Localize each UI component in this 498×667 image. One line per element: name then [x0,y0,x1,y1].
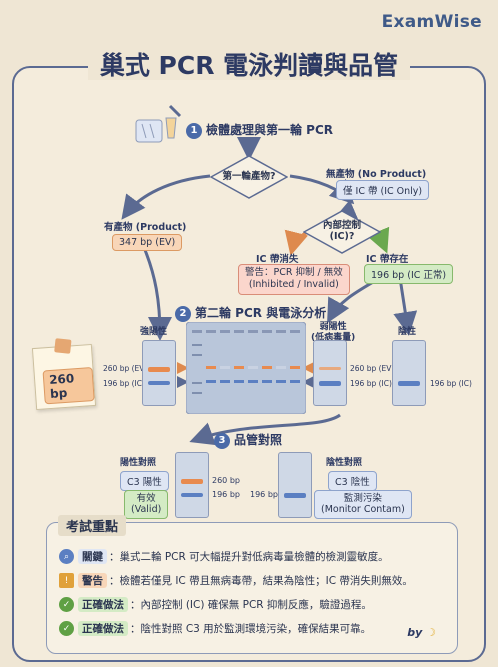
gel-image [186,322,306,414]
check-icon: ✓ [59,621,74,636]
key-row-2: ! 警告 ：檢體若僅見 IC 帶且無病毒帶，結果為陰性；IC 帶消失則無效。 [59,573,413,588]
byline: by ☽ [407,626,436,639]
weak-ev-band [319,367,341,370]
strong-ic-band [148,381,170,385]
sample-tubes-icon [135,104,182,143]
gel-ic-band [206,380,216,383]
ic-normal-badge: 196 bp (IC 正常) [364,264,454,284]
gel-ev-band [290,366,300,369]
gel-ev-band [206,366,216,369]
gel-ev-band [220,366,230,369]
negative-label: 陰性 [398,327,417,337]
gel-ic-band [290,380,300,383]
inhibited-warning-badge: 警告：PCR 抑制 / 無效 (Inhibited / Invalid) [238,264,350,295]
key-text-4: ：陰性對照 C3 用於監測環境污染，確保結果可靠。 [130,623,372,635]
gel-ev-band [248,366,258,369]
weak-positive-strip [313,340,347,406]
warning-icon: ! [59,573,74,588]
decision-internal-control: 內部控制 (IC)? [303,210,381,254]
positive-control-strip [175,452,209,518]
pc-196-bp: 196 bp [212,490,240,499]
weak-ev-bp: 260 bp (EV) [350,364,395,373]
weak-ic-bp: 196 bp (IC) [350,379,392,388]
gel-ic-band [262,380,272,383]
key-tag-2: 警告 [78,573,107,588]
tape-icon [54,338,72,354]
product-label: 有產物 (Product) [104,222,187,233]
key-points-box: ⌕ 關鍵 ：巢式二輪 PCR 可大幅提升對低病毒量檢體的檢測靈敏度。 ! 警告 … [46,522,458,654]
key-row-3: ✓ 正確做法 ：內部控制 (IC) 確保無 PCR 抑制反應，驗證過程。 [59,597,372,612]
key-text-1: ：巢式二輪 PCR 可大幅提升對低病毒量檢體的檢測靈敏度。 [109,551,389,563]
weak-ic-band [319,381,341,386]
strong-positive-label: 強陽性 [140,327,168,337]
key-text-2: ：檢體若僅見 IC 帶且無病毒帶，結果為陰性；IC 帶消失則無效。 [109,575,413,587]
ic-only-badge: 僅 IC 帶 (IC Only) [336,180,430,200]
magnifier-icon: ⌕ [59,549,74,564]
key-tag-4: 正確做法 [78,621,128,636]
gel-ev-band [262,366,272,369]
negative-strip [392,340,426,406]
monitor-contam-badge: 監測污染 (Monitor Contam) [314,490,412,519]
check-icon: ✓ [59,597,74,612]
strong-positive-strip [142,340,176,406]
pc-ic-band [181,493,203,497]
key-tag-3: 正確做法 [78,597,128,612]
brand-logo: ExamWise [381,12,482,32]
negative-control-strip [278,452,312,518]
no-product-label: 無產物 (No Product) [326,169,427,180]
negative-ic-band [398,381,420,386]
gel-ev-band [276,366,286,369]
sticky-note: 260 bp [31,338,97,411]
product-347-badge: 347 bp (EV) [112,234,183,251]
gel-ic-band [248,380,258,383]
negative-ic-bp: 196 bp (IC) [430,379,472,388]
positive-control-title: 陽性對照 [120,458,157,468]
ic-present-label: IC 帶存在 [366,254,409,265]
strong-ic-bp: 196 bp (IC) [103,379,145,388]
strong-ev-band [148,367,170,372]
note-260-label: 260 bp [42,366,95,405]
banana-icon: ☽ [426,626,436,639]
pc-ev-band [181,479,203,484]
key-text-3: ：內部控制 (IC) 確保無 PCR 抑制反應，驗證過程。 [130,599,372,611]
gel-ic-band [276,380,286,383]
weak-positive-label: 弱陽性 (低病毒量) [311,322,356,343]
key-row-1: ⌕ 關鍵 ：巢式二輪 PCR 可大幅提升對低病毒量檢體的檢測靈敏度。 [59,549,389,564]
decision-first-product: 第一輪產物? [210,155,288,199]
c3-negative-tag: C3 陰性 [328,471,377,491]
c3-positive-tag: C3 陽性 [120,471,169,491]
negative-control-title: 陰性對照 [326,458,363,468]
key-points-title: 考試重點 [58,515,127,536]
strong-ev-bp: 260 bp (EV) [103,364,148,373]
pc-260-bp: 260 bp [212,476,240,485]
gel-ic-band [220,380,230,383]
page-title: 巢式 PCR 電泳判讀與品管 [0,46,498,82]
nc-196-bp: 196 bp [250,490,278,499]
ic-absent-label: IC 帶消失 [256,254,299,265]
key-row-4: ✓ 正確做法 ：陰性對照 C3 用於監測環境污染，確保結果可靠。 [59,621,371,636]
valid-badge: 有效 (Valid) [124,490,169,519]
gel-ic-band [234,380,244,383]
key-tag-1: 關鍵 [78,549,107,564]
nc-ic-band [284,493,306,498]
gel-ev-band [234,366,244,369]
